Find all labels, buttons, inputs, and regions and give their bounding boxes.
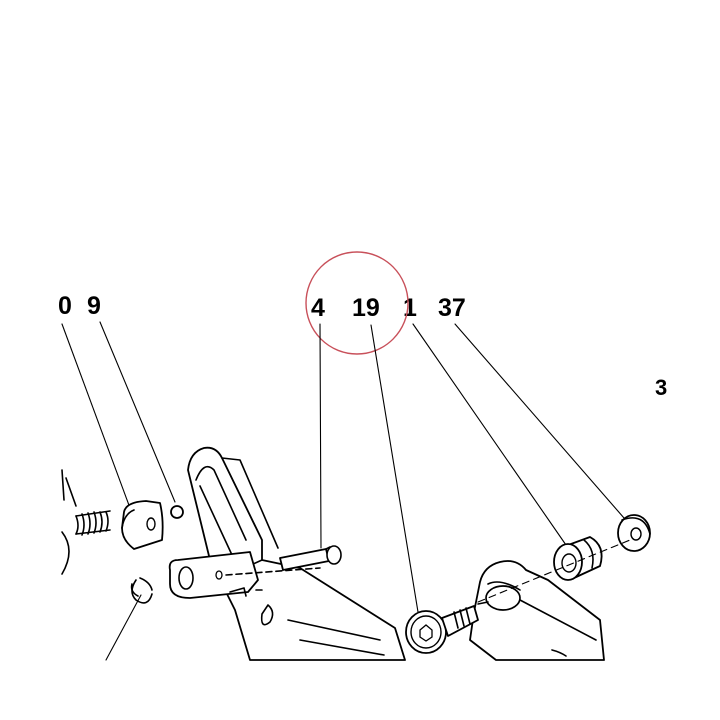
block-part — [121, 500, 164, 550]
bushing-part — [553, 536, 603, 581]
right-bracket — [469, 560, 605, 661]
callout-4[interactable]: 4 — [311, 294, 325, 322]
callout-3-partial[interactable]: 3 — [655, 375, 667, 400]
bolt-part — [405, 601, 489, 654]
highlight-circle — [305, 251, 409, 355]
pin-part — [279, 545, 342, 571]
assembly-axis — [477, 539, 631, 603]
callout-19[interactable]: 19 — [352, 294, 380, 322]
left-partial-parts — [61, 469, 77, 575]
spring-part — [75, 510, 111, 536]
footpeg-bracket — [187, 446, 406, 661]
callout-9[interactable]: 9 — [87, 292, 101, 320]
callout-0[interactable]: 0 — [58, 292, 72, 320]
washer-part — [617, 514, 651, 552]
circlip-part — [130, 577, 153, 604]
ball-part — [170, 505, 184, 519]
callout-37[interactable]: 37 — [438, 294, 466, 322]
leader-lines — [61, 321, 625, 661]
pivot-arm — [168, 551, 321, 599]
